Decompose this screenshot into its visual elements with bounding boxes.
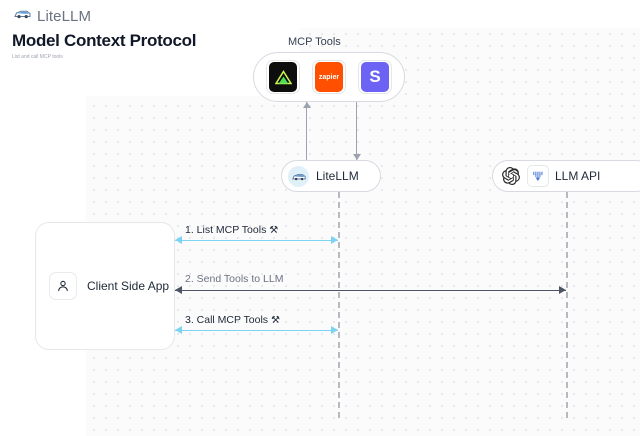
arrowhead-right bbox=[331, 236, 338, 244]
arrowhead-right bbox=[331, 326, 338, 334]
message-line bbox=[175, 290, 566, 291]
message-text: 3. Call MCP Tools bbox=[185, 314, 269, 326]
llm-api-node[interactable]: LLM API bbox=[492, 160, 640, 192]
mcp-tools-label: MCP Tools bbox=[288, 36, 341, 48]
dagger-tool-icon[interactable] bbox=[266, 60, 300, 94]
tools-emoji-icon: ⚒ bbox=[270, 315, 280, 326]
slack-tool-icon[interactable]: S bbox=[358, 60, 392, 94]
message-label: 3. Call MCP Tools ⚒ bbox=[185, 314, 280, 326]
mcp-tools-group[interactable]: zapier S bbox=[253, 52, 405, 102]
zapier-tool-icon[interactable]: zapier bbox=[312, 60, 346, 94]
lifeline-llm-api bbox=[566, 192, 568, 418]
message-line bbox=[175, 330, 338, 331]
arrowhead-right bbox=[559, 286, 566, 294]
lifeline-litellm bbox=[338, 192, 340, 418]
message-label: 2. Send Tools to LLM bbox=[185, 273, 283, 285]
arrowhead-left bbox=[175, 236, 182, 244]
page-subtitle: List and call MCP tools bbox=[12, 54, 63, 60]
client-side-app-label: Client Side App bbox=[87, 279, 170, 293]
user-icon bbox=[49, 272, 77, 300]
header-background bbox=[0, 0, 300, 96]
arrowhead-left bbox=[175, 326, 182, 334]
anthropic-icon bbox=[527, 165, 549, 187]
litellm-node[interactable]: LiteLLM bbox=[281, 160, 381, 192]
brand-name: LiteLLM bbox=[37, 7, 92, 25]
openai-icon bbox=[501, 166, 521, 186]
message-label: 1. List MCP Tools ⚒ bbox=[185, 224, 278, 236]
llm-api-node-label: LLM API bbox=[555, 169, 601, 183]
arrowhead-left bbox=[175, 286, 182, 294]
message-text: 2. Send Tools to LLM bbox=[185, 273, 284, 285]
message-line bbox=[175, 240, 338, 241]
tools-emoji-icon: ⚒ bbox=[269, 225, 279, 236]
page-title: Model Context Protocol bbox=[12, 31, 197, 50]
message-text: 1. List MCP Tools bbox=[185, 224, 267, 236]
litellm-avatar-icon bbox=[288, 165, 309, 187]
litellm-logo-icon bbox=[14, 7, 31, 25]
client-side-app-node[interactable]: Client Side App bbox=[35, 222, 175, 350]
brand: LiteLLM bbox=[14, 7, 91, 25]
litellm-node-label: LiteLLM bbox=[316, 169, 359, 183]
